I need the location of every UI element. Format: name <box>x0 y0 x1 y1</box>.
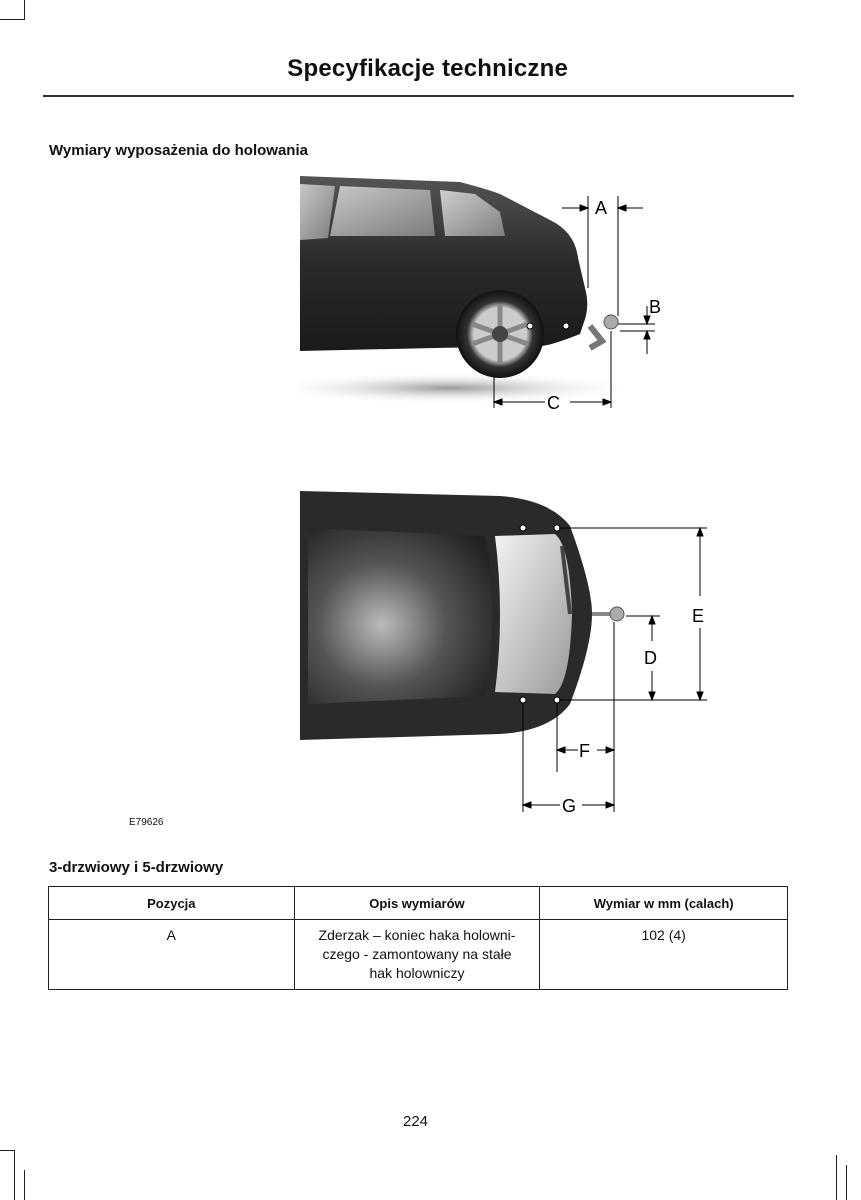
cell-position: A <box>48 919 295 990</box>
label-f: F <box>579 741 590 761</box>
dimension-a <box>562 196 643 316</box>
crop-mark-bottom-left-vertical <box>14 1150 15 1200</box>
ground-shadow <box>300 372 640 404</box>
crop-mark-top-left-vertical <box>24 0 25 20</box>
tow-ball <box>603 314 619 330</box>
roof <box>308 528 493 704</box>
column-header-position: Pozycja <box>48 886 295 920</box>
section-heading: Wymiary wyposażenia do holowania <box>49 142 308 159</box>
tow-ball-top <box>609 606 625 622</box>
side-window <box>330 186 435 236</box>
cell-value: 102 (4) <box>539 919 788 990</box>
table-row: A Zderzak – koniec haka holowni- czego -… <box>48 919 788 990</box>
label-d: D <box>644 648 657 668</box>
rear-window <box>440 190 505 236</box>
title-divider <box>43 95 794 97</box>
dimension-f <box>555 622 616 812</box>
column-header-description: Opis wymiarów <box>293 886 541 920</box>
dimension-d <box>626 614 660 702</box>
side-window-rear <box>300 184 335 240</box>
cell-description: Zderzak – koniec haka holowni- czego - z… <box>293 919 541 990</box>
tow-hook-arm <box>587 324 607 351</box>
crop-mark-top-left-horizontal <box>0 19 25 20</box>
label-b: B <box>649 297 661 317</box>
label-c: C <box>547 393 560 413</box>
label-g: G <box>562 796 576 816</box>
label-e: E <box>692 606 704 626</box>
crop-mark-bottom-right-a <box>836 1155 837 1200</box>
crop-mark-bottom-left-horizontal <box>0 1150 14 1151</box>
dimension-c <box>492 331 613 408</box>
figure-code: E79626 <box>129 817 164 828</box>
label-a: A <box>595 198 607 218</box>
crop-mark-bottom-right-b <box>846 1165 847 1200</box>
table-heading: 3-drzwiowy i 5-drzwiowy <box>49 859 224 876</box>
dimension-g <box>521 703 616 812</box>
crop-mark-bottom-left-inner <box>24 1170 25 1200</box>
side-view-figure: A B C <box>300 176 661 413</box>
table-header-row: Pozycja Opis wymiarów Wymiar w mm (calac… <box>48 886 788 920</box>
rear-windscreen-top <box>495 534 572 694</box>
dimension-b <box>618 306 655 354</box>
column-header-value: Wymiar w mm (calach) <box>539 886 788 920</box>
dimensions-table: Pozycja Opis wymiarów Wymiar w mm (calac… <box>48 886 788 990</box>
dimension-e <box>559 526 707 702</box>
top-view-figure: E D F G <box>300 491 707 816</box>
page-number: 224 <box>403 1113 429 1130</box>
page-title: Specyfikacje techniczne <box>287 55 568 82</box>
